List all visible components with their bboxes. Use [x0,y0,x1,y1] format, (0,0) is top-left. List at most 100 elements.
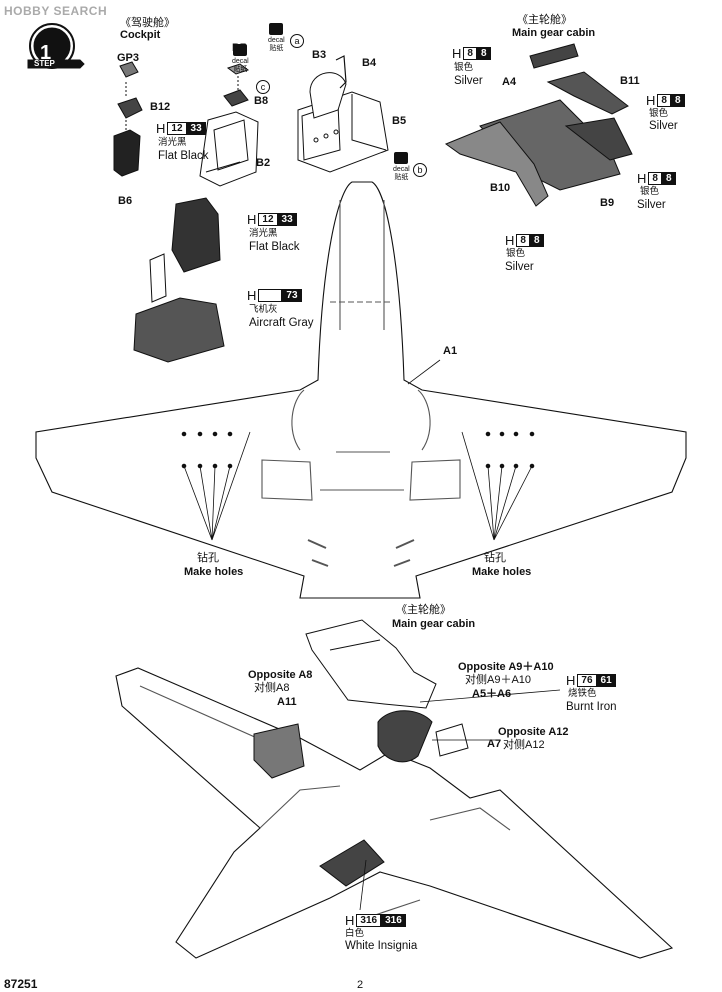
color-cn: 白色 [345,928,365,939]
main-gear-cabin-top-icon [444,43,633,207]
label-gp3: GP3 [117,52,140,64]
decal-a-letter: a [290,34,304,48]
color-code-1: 8 [463,47,477,60]
label-b10: B10 [490,182,511,194]
color-chip-silver-3: H 8 8 [637,171,676,186]
make-holes-right-en: Make holes [472,566,532,578]
part-b2-seat-icon [199,111,259,187]
opposite-a12-cn: 对侧A12 [503,739,545,751]
label-a1: A1 [443,345,458,357]
decal-b-cn: 贴纸 [394,174,409,181]
color-en: Silver [649,120,678,132]
part-a11-icon [253,723,305,779]
part-b7-icon [226,63,250,90]
step-label: STEP [34,59,55,68]
hobby-color-brand: H [247,288,257,303]
gear-bay-detail-icon [319,839,385,887]
decal-b-en: decal [393,166,410,173]
make-holes-right-points [461,431,535,541]
decal-icon [394,152,409,164]
part-b12-icon [117,82,143,119]
color-en: White Insignia [345,940,418,952]
color-code-2: 33 [186,122,206,135]
decal-c-en: decal [232,58,249,65]
color-en: Silver [505,261,534,273]
watermark-logo: HOBBY SEARCH [4,4,108,18]
gear-cabin-lower-icon [305,619,437,709]
hobby-color-brand: H [637,171,647,186]
decal-a-note: decal 贴纸 [268,23,285,53]
color-chip-flat-black-2: H 12 33 [247,212,297,227]
make-holes-left-cn: 钻孔 [197,552,219,564]
main-gear-en-2: Main gear cabin [392,618,476,630]
decal-c-cn: 贴纸 [233,66,248,73]
cockpit-cn: 《驾驶舱》 [120,17,175,29]
color-code-2: 61 [596,674,616,687]
cockpit-en: Cockpit [120,29,161,41]
part-b6-icon [113,120,141,177]
make-holes-left-points [181,431,251,541]
color-code-1: 316 [356,914,382,927]
hobby-color-brand: H [505,233,515,248]
color-code-1: 8 [657,94,671,107]
label-b5: B5 [392,115,407,127]
color-chip-silver-1: H 8 8 [452,46,491,61]
make-holes-right-cn: 钻孔 [484,552,506,564]
step-number: 1 [40,42,52,64]
hobby-color-brand: H [345,913,355,928]
color-cn: 烧铁色 [568,688,597,699]
part-gp3-icon [119,61,139,78]
color-chip-silver-4: H 8 8 [505,233,544,248]
color-chip-flat-black-1: H 12 33 [156,121,206,136]
color-code-2: 33 [277,213,297,226]
part-b8-icon [223,89,249,107]
hobby-color-brand: H [566,673,576,688]
cockpit-assembly-icon [133,197,225,363]
color-code-2: 73 [282,289,302,302]
color-cn: 银色 [454,62,474,73]
hobby-color-brand: H [156,121,166,136]
label-b4: B4 [362,57,377,69]
color-code-2: 8 [661,172,676,185]
main-gear-en-1: Main gear cabin [512,27,596,39]
opposite-a8-cn: 对侧A8 [254,682,290,694]
page-number: 2 [357,979,364,991]
label-a11: A11 [277,696,297,708]
color-en: Flat Black [249,241,300,253]
decal-b-note: decal 贴纸 [393,152,410,182]
hobby-color-brand: H [247,212,257,227]
footer-code: 87251 [4,977,38,991]
step-badge-icon [27,23,85,69]
main-gear-cn-2: 《主轮舱》 [396,604,451,616]
decal-icon [233,44,248,56]
label-b3: B3 [312,49,327,61]
opposite-a9-cn: 对侧A9＋A10 [465,674,532,686]
color-cn: 银色 [649,108,669,119]
label-b9: B9 [600,197,615,209]
opposite-a12-en: Opposite A12 [498,726,569,738]
color-chip-burnt-iron: H 76 61 [566,673,616,688]
label-b8: B8 [254,95,269,107]
color-cn: 消光黑 [249,228,278,239]
label-a4: A4 [502,76,517,88]
decal-icon [269,23,284,35]
color-chip-aircraft-gray: H 73 [247,288,302,303]
color-en: Aircraft Gray [249,317,314,329]
hobby-color-brand: H [646,93,656,108]
label-a5-a6: A5＋A6 [472,688,512,700]
color-code-1: 76 [577,674,597,687]
opposite-a9-en: Opposite A9＋A10 [458,661,554,673]
color-cn: 飞机灰 [249,304,278,315]
color-code-2: 8 [476,47,491,60]
cockpit-tub-icon [297,55,389,173]
color-cn: 银色 [506,248,526,259]
label-b6: B6 [118,195,133,207]
label-b12: B12 [150,101,171,113]
label-b11: B11 [620,75,640,87]
color-code-1: 12 [167,122,187,135]
color-code-1: 8 [516,234,530,247]
color-code-empty [258,289,283,302]
color-en: Silver [637,199,666,211]
hobby-color-brand: H [452,46,462,61]
